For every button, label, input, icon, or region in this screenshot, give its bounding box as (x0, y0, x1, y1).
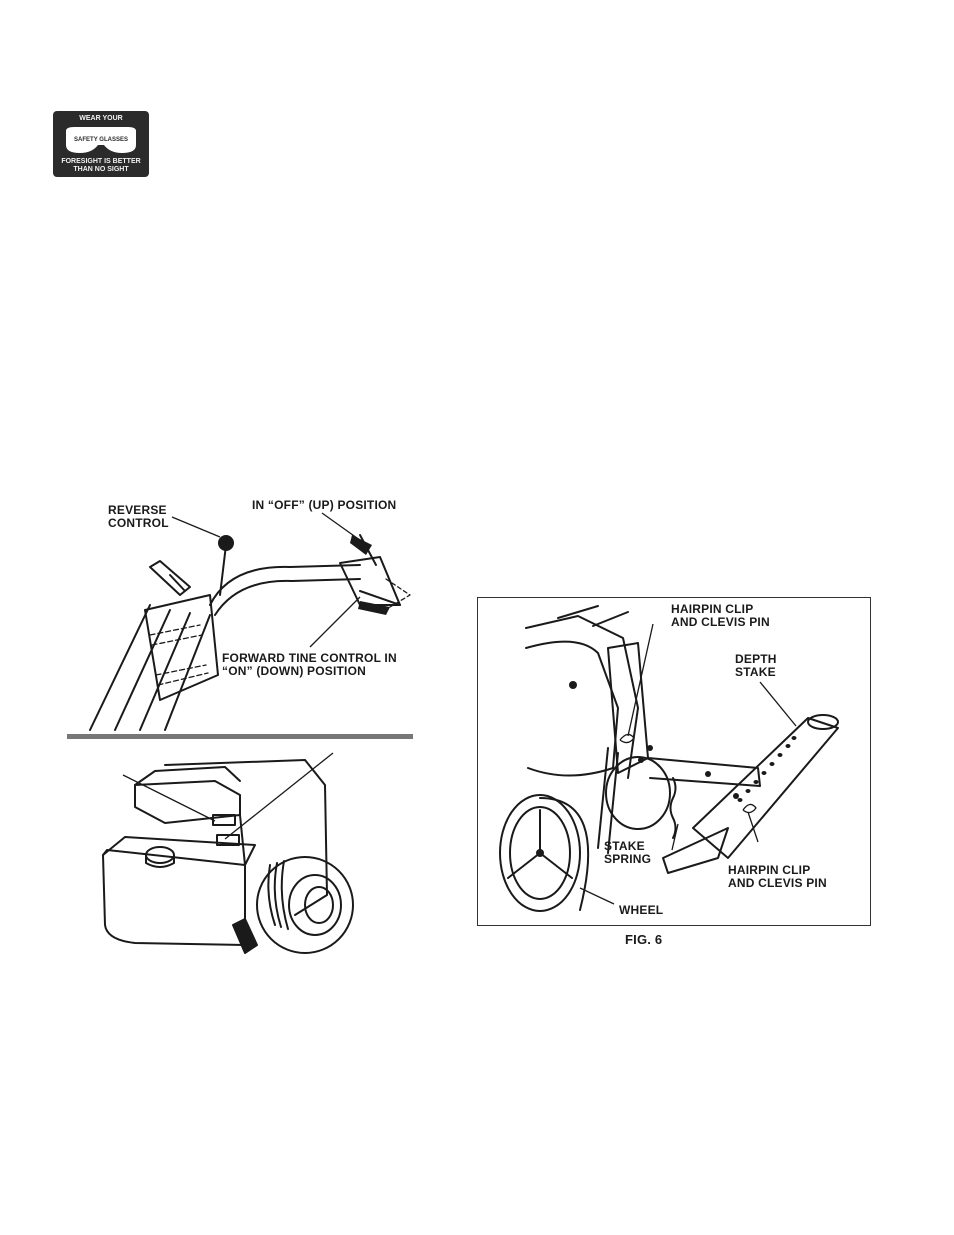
wheel-label: WHEEL (619, 904, 663, 917)
hairpin-clip-top-label-line-2: AND CLEVIS PIN (671, 616, 770, 629)
handle-controls-illustration (60, 495, 420, 735)
hairpin-clip-bottom-label-line-2: AND CLEVIS PIN (728, 877, 827, 890)
forward-tine-label-line-2: “ON” (DOWN) POSITION (222, 665, 366, 678)
safety-glasses-badge: WEAR YOUR SAFETY GLASSES FORESIGHT IS BE… (53, 111, 149, 177)
badge-bottom-line-1: FORESIGHT IS BETTER (53, 158, 149, 166)
reverse-control-label-line-2: CONTROL (108, 517, 169, 530)
engine-illustration (95, 745, 365, 957)
figure-6-caption: FIG. 6 (625, 933, 662, 946)
off-position-label: IN “OFF” (UP) POSITION (252, 499, 396, 512)
figure-divider (67, 734, 413, 739)
depth-stake-label-line-2: STAKE (735, 666, 776, 679)
badge-bottom-line-2: THAN NO SIGHT (53, 166, 149, 174)
badge-center-text: SAFETY GLASSES (53, 136, 149, 144)
stake-spring-label-line-2: SPRING (604, 853, 651, 866)
badge-top-text: WEAR YOUR (53, 115, 149, 123)
